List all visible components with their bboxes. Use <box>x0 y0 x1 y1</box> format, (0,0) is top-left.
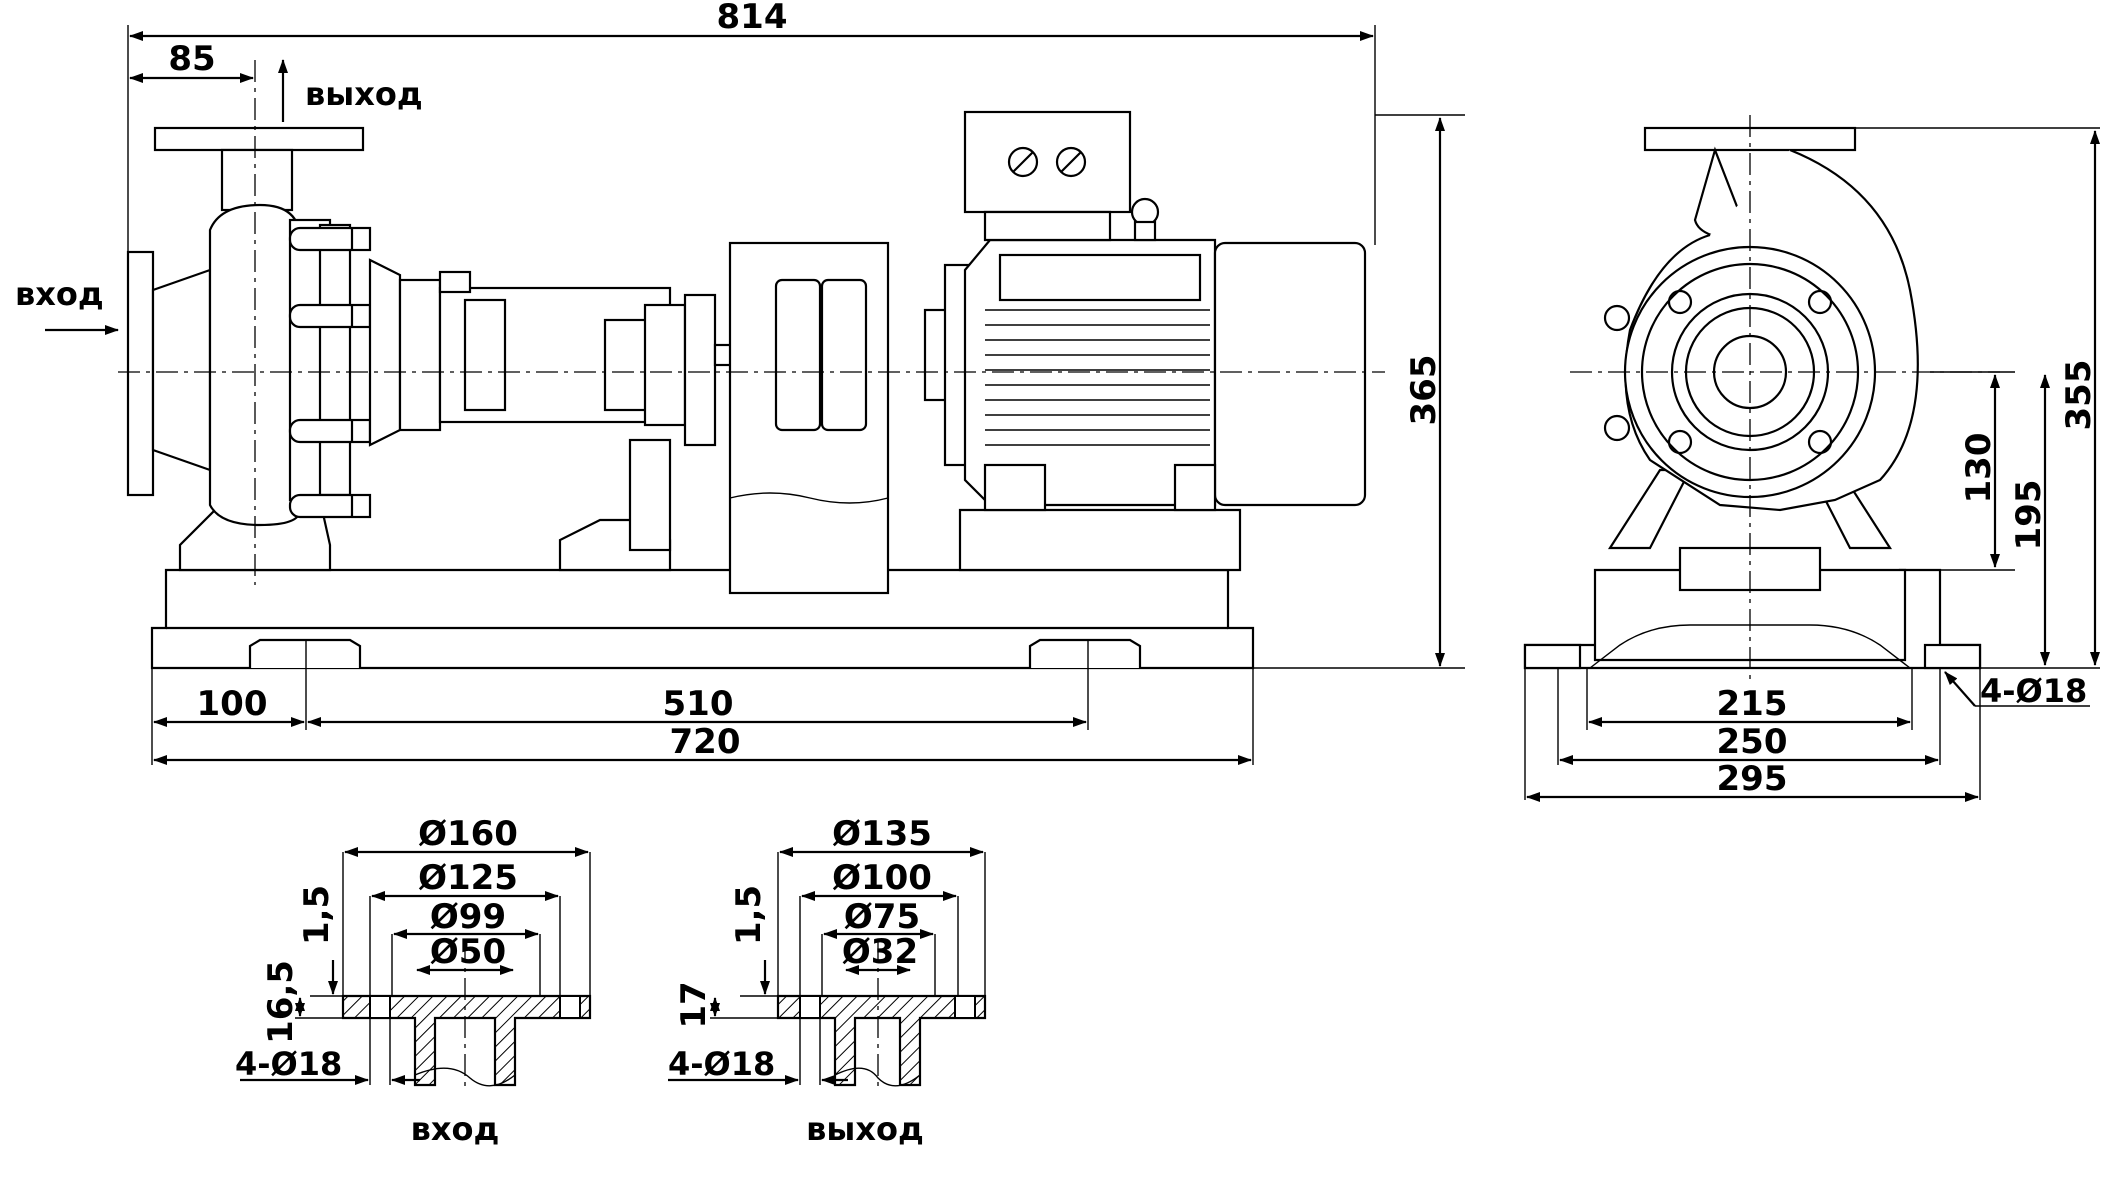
coupling-guard <box>728 241 890 595</box>
dim-shaft-195: 195 <box>2009 480 2049 551</box>
dim-shaft-130: 130 <box>1959 433 1999 504</box>
dim-base-250: 250 <box>1717 722 1788 762</box>
outlet-d-outer: Ø135 <box>832 814 932 854</box>
motor <box>923 110 1367 512</box>
side-view: 355 130 195 215 250 295 4-Ø18 <box>1523 115 2100 802</box>
inlet-raise: 1,5 <box>297 885 337 945</box>
label-outlet-main: выход <box>305 75 423 113</box>
casing-bolts <box>288 226 372 519</box>
dim-side-holes: 4-Ø18 <box>1980 672 2087 710</box>
dim-base-length: 720 <box>670 722 741 762</box>
label-inlet-main: вход <box>15 275 104 313</box>
outlet-d-raised: Ø75 <box>844 897 920 937</box>
outlet-raise: 1,5 <box>729 885 769 945</box>
inlet-caption: вход <box>411 1110 500 1148</box>
dim-foot-offset: 100 <box>197 684 268 724</box>
motor-fins <box>985 309 1210 446</box>
outlet-holes: 4-Ø18 <box>668 1045 775 1083</box>
side-dimensions: 355 130 195 215 250 295 4-Ø18 <box>1524 127 2100 802</box>
bearing-frame <box>368 258 757 447</box>
dim-base-295: 295 <box>1717 759 1788 799</box>
dim-overall-length: 814 <box>717 0 788 37</box>
inlet-thickness: 16,5 <box>261 960 301 1044</box>
outlet-flange-section: Ø135 Ø100 Ø75 Ø32 1,5 17 4-Ø18 выход <box>668 814 987 1148</box>
outlet-caption: выход <box>806 1110 924 1148</box>
inlet-d-bolt: Ø125 <box>418 858 518 898</box>
outlet-thickness: 17 <box>674 981 714 1028</box>
main-view: 814 85 выход вход 365 100 510 72 <box>15 0 1465 765</box>
inlet-flange-section: Ø160 Ø125 Ø99 Ø50 1,5 16,5 4-Ø18 вход <box>235 814 592 1148</box>
base-plate <box>150 568 1255 670</box>
dim-base-215: 215 <box>1717 684 1788 724</box>
outlet-d-bore: Ø32 <box>842 932 918 972</box>
inlet-d-raised: Ø99 <box>430 897 506 937</box>
dim-foot-spacing: 510 <box>663 684 734 724</box>
dim-side-height: 355 <box>2059 360 2099 431</box>
outlet-d-bolt: Ø100 <box>832 858 932 898</box>
dim-outlet-offset: 85 <box>168 39 215 79</box>
main-dimensions: 814 85 выход вход 365 100 510 72 <box>15 0 1465 765</box>
side-volute <box>1603 126 1919 512</box>
pump-casing <box>126 126 372 527</box>
inlet-holes: 4-Ø18 <box>235 1045 342 1083</box>
inlet-d-outer: Ø160 <box>418 814 518 854</box>
inlet-d-bore: Ø50 <box>430 932 506 972</box>
dim-height: 365 <box>1404 355 1444 426</box>
